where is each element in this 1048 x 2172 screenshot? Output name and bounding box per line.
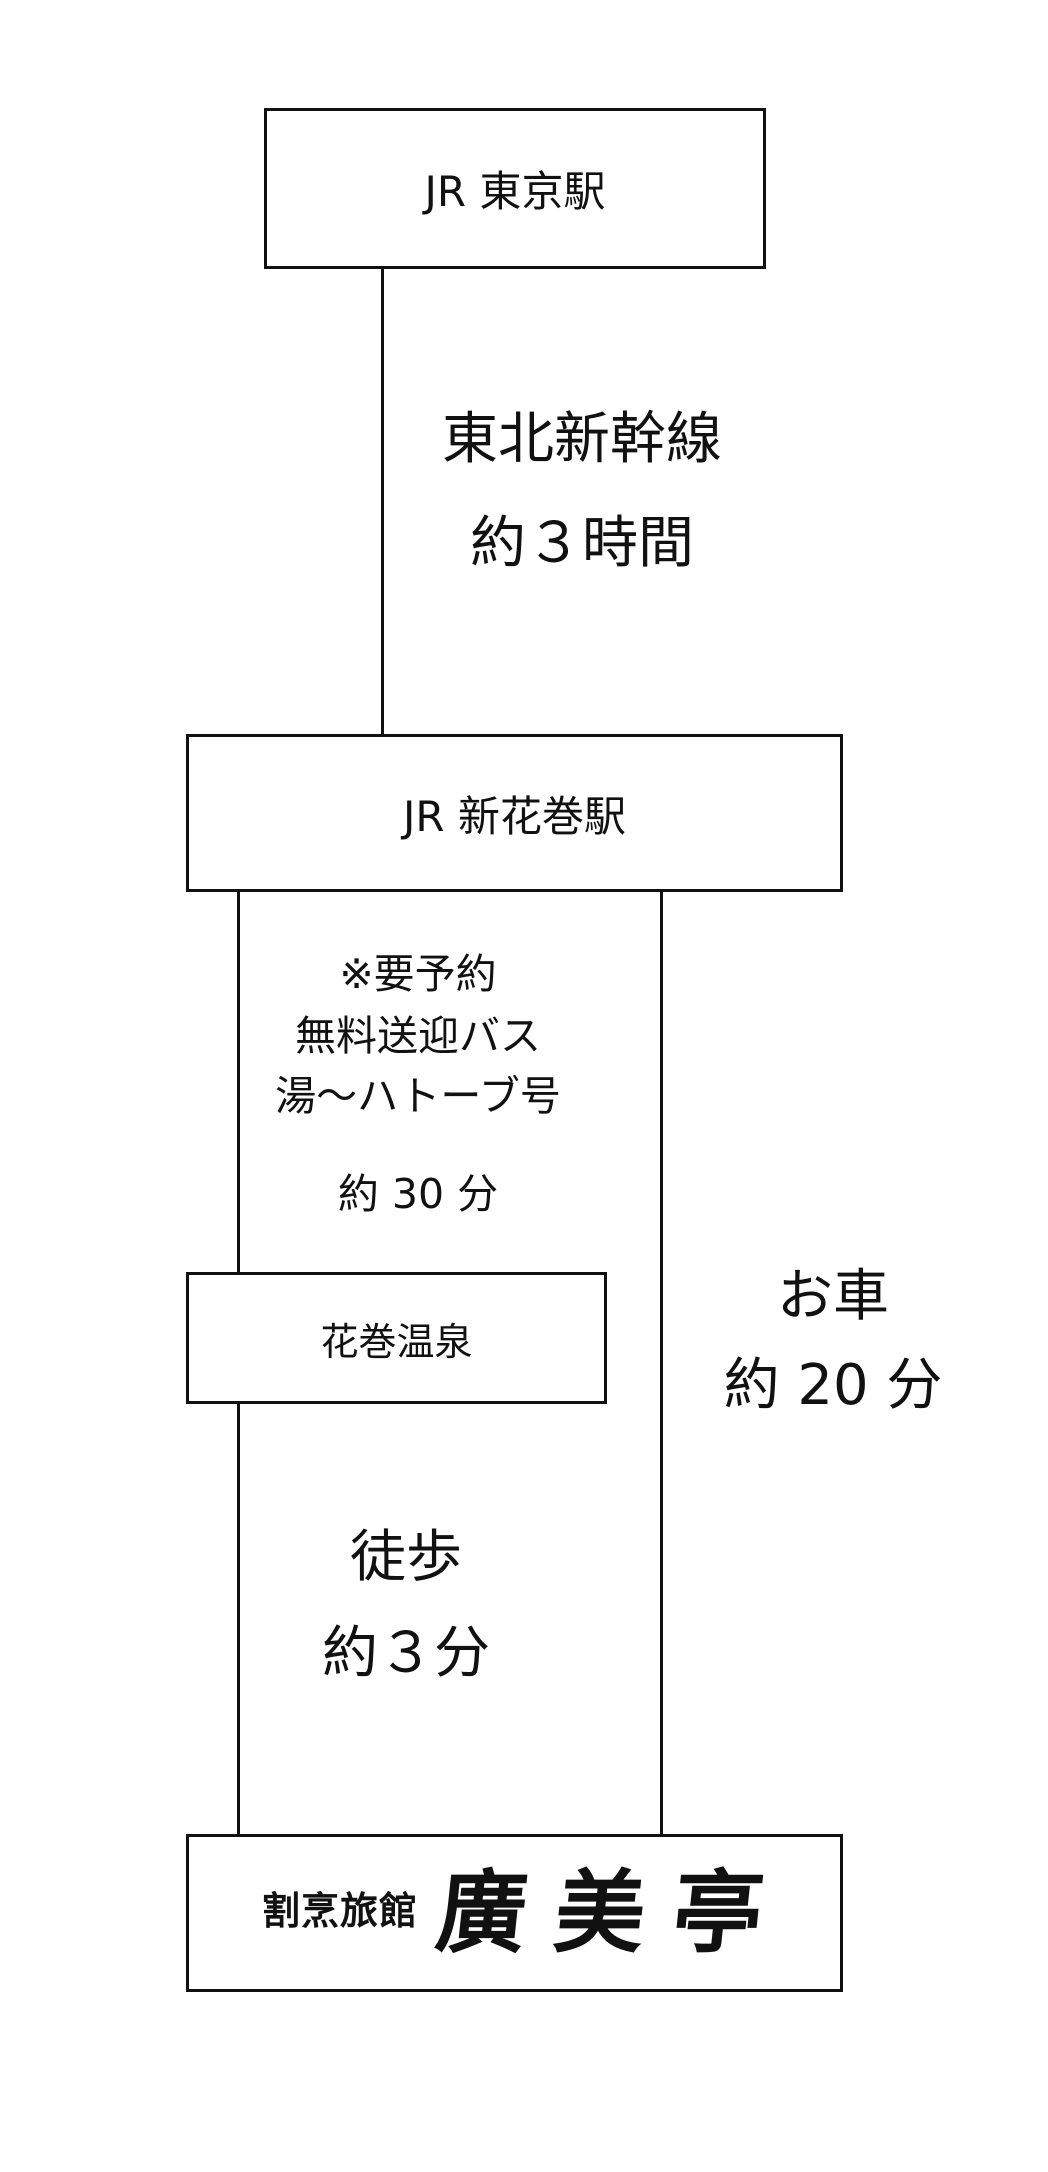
walk-time-label: 約３分 [322,1621,490,1686]
station-hanamaki-onsen: 花巻温泉 [186,1272,607,1404]
bus-service-label: 無料送迎バス [295,1012,541,1060]
station-shin-hanamaki-label: JR 新花巻駅 [403,791,626,841]
connector-car [660,891,663,1835]
connector-bus [237,891,240,1273]
shinkansen-time-label: 約３時間 [470,511,694,576]
connector-walk [237,1403,240,1835]
destination-name-label: 廣美亭 [431,1860,797,1966]
destination-type-label: 割烹旅館 [262,1888,419,1933]
shinkansen-line-label: 東北新幹線 [442,407,722,472]
connector-shinkansen [381,268,384,735]
walk-mode-label: 徒歩 [350,1525,462,1590]
station-shin-hanamaki: JR 新花巻駅 [186,734,843,892]
car-mode-label: お車 [777,1264,889,1329]
bus-time-label: 約 30 分 [337,1170,499,1218]
station-tokyo: JR 東京駅 [264,108,766,269]
car-time-label: 約 20 分 [723,1353,943,1418]
station-tokyo-label: JR 東京駅 [424,167,606,216]
bus-name-label: 湯～ハトーブ号 [275,1072,561,1120]
station-hanamaki-onsen-label: 花巻温泉 [320,1319,473,1364]
bus-reservation-note: ※要予約 [339,950,497,998]
destination-ryokan-logo: 割烹旅館 廣美亭 [186,1834,843,1992]
